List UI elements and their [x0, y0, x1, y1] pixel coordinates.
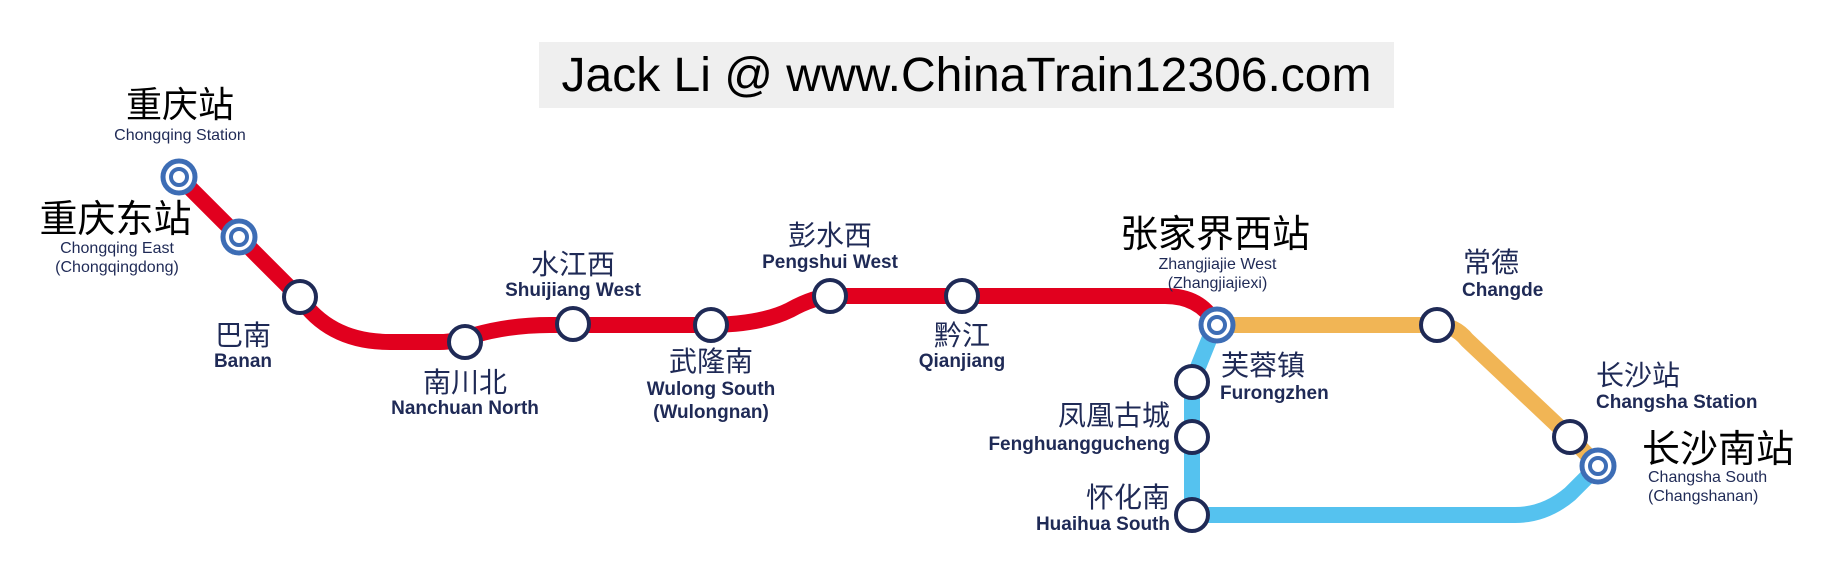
- station-marker-qianjiang[interactable]: [944, 278, 980, 314]
- label-changsha-south-en2: (Changshanan): [1648, 488, 1759, 505]
- label-changde-en: Changde: [1462, 280, 1544, 301]
- label-wulong-south-en: Wulong South: [646, 379, 776, 400]
- station-marker-furongzhen[interactable]: [1174, 364, 1210, 400]
- label-furongzhen-cn: 芙蓉镇: [1221, 349, 1306, 382]
- label-changsha-south-en: Changsha South: [1648, 469, 1768, 486]
- station-marker-huaihua-south[interactable]: [1174, 497, 1210, 533]
- label-fenghuanggucheng-en: Fenghuanggucheng: [988, 434, 1170, 455]
- label-zhangjiajie-west-en: Zhangjiajie West: [1158, 256, 1277, 273]
- label-chongqing-east-en2: (Chongqingdong): [55, 259, 179, 276]
- label-shuijiang-west-en: Shuijiang West: [505, 280, 641, 301]
- label-chongqing-east-en: Chongqing East: [60, 240, 174, 257]
- label-nanchuan-north-en: Nanchuan North: [391, 398, 539, 419]
- credit-text: Jack Li @ www.ChinaTrain12306.com: [561, 48, 1372, 102]
- label-changsha-station-cn: 长沙站: [1595, 359, 1680, 392]
- station-marker-fenghuanggucheng[interactable]: [1174, 419, 1210, 455]
- label-banan-en: Banan: [213, 351, 273, 372]
- label-qianjiang-en: Qianjiang: [918, 351, 1006, 372]
- label-pengshui-west-en: Pengshui West: [762, 252, 898, 273]
- major-station-markers: [160, 158, 1617, 485]
- label-chongqing-east-cn: 重庆东站: [39, 197, 192, 241]
- label-huaihua-south-cn: 怀化南: [1085, 481, 1170, 514]
- label-huaihua-south-en: Huaihua South: [1035, 514, 1170, 535]
- station-markers: [282, 278, 1588, 533]
- station-marker-pengshui-west[interactable]: [812, 278, 848, 314]
- label-wulong-south-cn: 武隆南: [668, 345, 753, 378]
- station-marker-changsha-station[interactable]: [1552, 419, 1588, 455]
- station-marker-changde[interactable]: [1419, 307, 1455, 343]
- label-pengshui-west-cn: 彭水西: [787, 219, 872, 252]
- label-zhangjiajie-west-cn: 张家界西站: [1119, 212, 1310, 256]
- label-nanchuan-north-cn: 南川北: [422, 366, 507, 399]
- station-marker-chongqing-east[interactable]: [220, 218, 258, 256]
- label-chongqing-en: Chongqing Station: [114, 127, 246, 144]
- station-marker-nanchuan-north[interactable]: [447, 324, 483, 360]
- label-qianjiang-cn: 黔江: [933, 319, 990, 352]
- station-marker-shuijiang-west[interactable]: [555, 306, 591, 342]
- blue-line-route: [1184, 317, 1606, 523]
- credit-banner: Jack Li @ www.ChinaTrain12306.com: [539, 42, 1394, 108]
- label-changsha-south-cn: 长沙南站: [1642, 427, 1795, 471]
- label-changsha-station-en: Changsha Station: [1596, 392, 1758, 413]
- station-marker-changsha-south[interactable]: [1579, 447, 1617, 485]
- station-marker-banan[interactable]: [282, 279, 318, 315]
- station-marker-chongqing[interactable]: [160, 158, 198, 196]
- label-wulong-south-en2: (Wulongnan): [653, 402, 769, 423]
- label-fenghuanggucheng-cn: 凤凰古城: [1057, 399, 1170, 432]
- label-changde-cn: 常德: [1463, 246, 1520, 279]
- label-banan-cn: 巴南: [214, 319, 271, 352]
- label-furongzhen-en: Furongzhen: [1220, 383, 1329, 404]
- label-shuijiang-west-cn: 水江西: [530, 248, 615, 281]
- station-marker-wulong-south[interactable]: [693, 307, 729, 343]
- label-zhangjiajie-west-en2: (Zhangjiajiexi): [1167, 275, 1268, 292]
- station-marker-zhangjiajie-west[interactable]: [1198, 306, 1236, 344]
- label-chongqing-cn: 重庆站: [125, 85, 234, 126]
